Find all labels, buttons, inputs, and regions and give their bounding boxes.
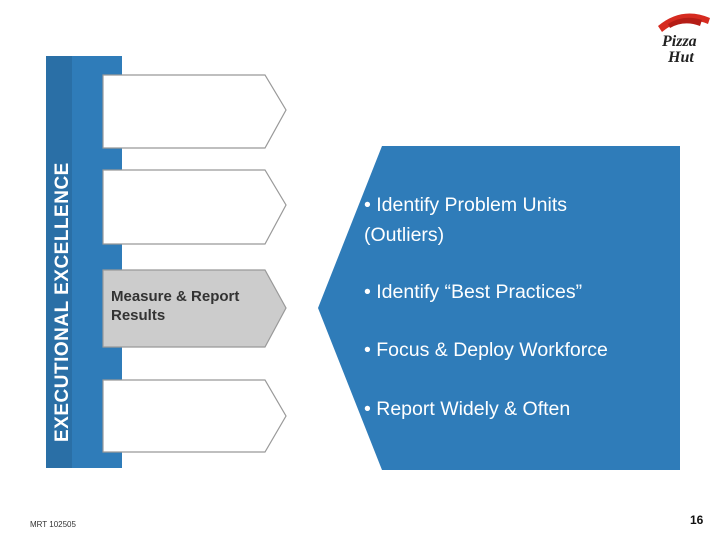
logo-text-top: Pizza xyxy=(661,33,697,50)
step-arrow-4 xyxy=(102,379,287,453)
logo-text-bottom: Hut xyxy=(667,49,694,66)
bullet-item: (Outliers) xyxy=(364,224,445,246)
bullet-item: • Report Widely & Often xyxy=(364,398,571,420)
bullet-item: • Focus & Deploy Workforce xyxy=(364,339,608,361)
step-arrow-1 xyxy=(102,74,287,149)
bullet-item: • Identify “Best Practices” xyxy=(364,281,583,303)
content-panel xyxy=(318,146,680,470)
page-number: 16 xyxy=(690,513,704,527)
step-label-measure: Measure & Report Results xyxy=(111,288,240,324)
bullet-item: • Identify Problem Units xyxy=(364,194,567,216)
pizza-hut-logo: Pizza Hut xyxy=(658,13,710,66)
step-arrow-2 xyxy=(102,169,287,245)
step-arrow-3 xyxy=(102,269,287,348)
footer-code: MRT 102505 xyxy=(30,520,76,529)
